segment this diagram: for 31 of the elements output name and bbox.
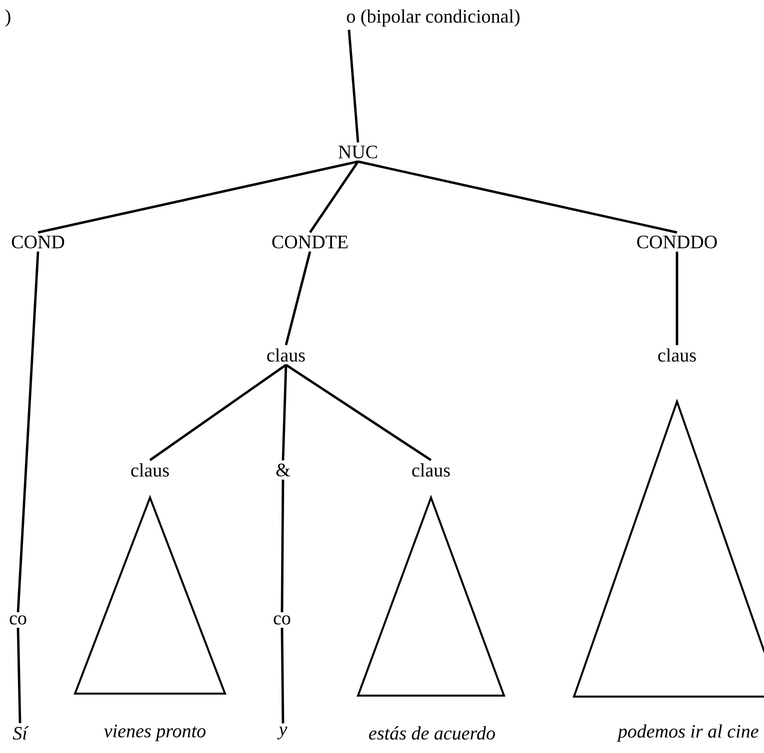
tree-branch — [280, 480, 284, 612]
tree-label: co — [10, 615, 26, 625]
tree-branch — [285, 364, 432, 462]
tree-label: claus — [658, 348, 696, 362]
tree-branch — [358, 160, 678, 234]
tree-label: CONDTE — [272, 236, 348, 248]
tree-branch — [16, 252, 40, 612]
tree-label: claus — [131, 463, 169, 477]
tree-label: CONDDO — [637, 236, 717, 248]
tree-label: claus — [267, 348, 305, 362]
tree-label: COND — [12, 236, 64, 248]
tree-branch — [38, 160, 358, 234]
tree-label: Sí — [12, 726, 29, 740]
tree-label: vienes pronto — [104, 724, 206, 742]
tree-branch — [280, 628, 284, 724]
tree-branch — [149, 364, 287, 462]
tree-branch — [348, 30, 360, 142]
tree-label: NUC — [338, 146, 377, 158]
tree-label: y — [277, 726, 288, 740]
tree-label: co — [274, 615, 290, 625]
tree-branch — [676, 252, 678, 346]
tree-branch — [309, 160, 359, 234]
tree-branch — [282, 364, 288, 460]
tree-label: claus — [412, 463, 450, 477]
tree-branch — [16, 628, 22, 724]
tree-label: o (bipolar condicional) — [346, 9, 520, 27]
tree-label: podemos ir al cine — [616, 724, 758, 742]
label: ) — [5, 9, 10, 27]
tree-label: estás de acuerdo — [369, 726, 495, 740]
tree-branch — [284, 251, 312, 346]
tree-label: & — [276, 464, 290, 476]
